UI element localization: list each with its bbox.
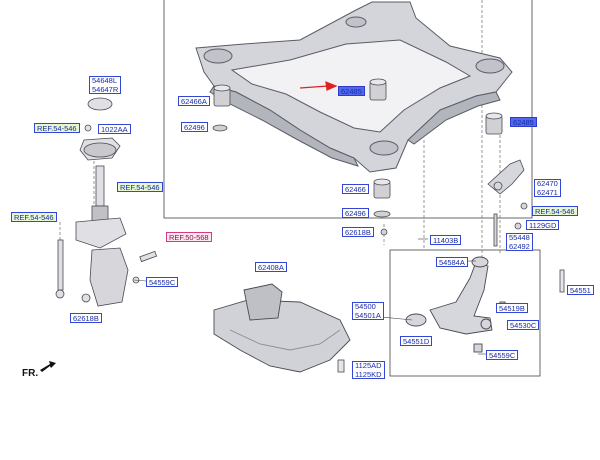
label-54551: 54551	[567, 285, 594, 295]
washer-62496-top	[212, 124, 228, 132]
ref-50-568[interactable]: REF.50-568	[166, 232, 212, 242]
label-54551d: 54551D	[400, 336, 433, 346]
label-62496-top: 62496	[181, 122, 208, 132]
label-54559c-bottom: 54559C	[486, 350, 519, 360]
label-62485-highlighted: 62485	[338, 86, 365, 96]
label-62496-mid: 62496	[342, 208, 369, 218]
bolt-54559c	[559, 269, 565, 293]
label-54559c-left: 54559C	[146, 277, 179, 287]
label-62408a: 62408A	[255, 262, 287, 272]
front-arrow-icon	[40, 361, 56, 372]
label-62618b-left: 62618B	[70, 313, 102, 323]
label-62466: 62466	[342, 184, 369, 194]
label-1022aa: 1022AA	[98, 124, 131, 134]
ref-54-546-d[interactable]: REF.54-546	[532, 206, 578, 216]
label-62618b-center: 62618B	[342, 227, 374, 237]
nut-62618b	[380, 228, 388, 236]
washer-62496-mid	[373, 210, 391, 218]
label-11403b: 11403B	[430, 235, 462, 245]
label-54584a: 54584A	[436, 257, 468, 267]
ref-54-546-c[interactable]: REF.54-546	[11, 212, 57, 222]
label-1129gd: 1129GD	[526, 220, 560, 230]
label-62466a: 62466A	[178, 96, 210, 106]
ref-54-546-b[interactable]: REF.54-546	[117, 182, 163, 192]
highlight-arrow	[299, 81, 338, 91]
label-54530c: 54530C	[507, 320, 540, 330]
ref-54-546-a[interactable]: REF.54-546	[34, 123, 80, 133]
label-54519b: 54519B	[496, 303, 528, 313]
bracket-62470	[487, 159, 528, 247]
label-62485-right: 62485	[510, 117, 537, 127]
direction-label: FR.	[22, 368, 39, 379]
strut-assembly	[55, 97, 158, 307]
bolt-1125ad	[337, 359, 345, 373]
under-cover	[213, 283, 351, 373]
